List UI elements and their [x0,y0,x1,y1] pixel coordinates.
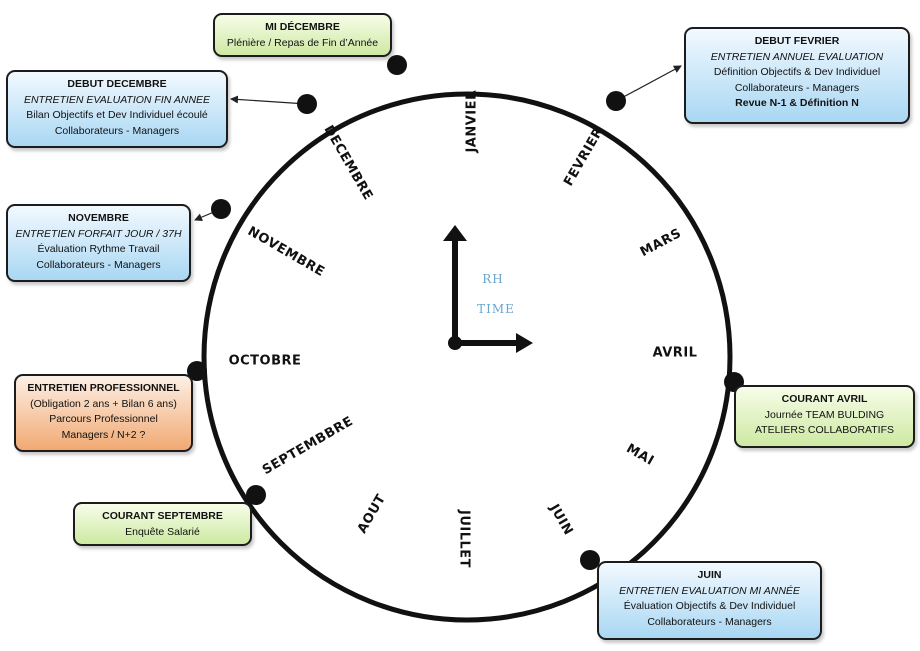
event-box-line: Revue N-1 & Définition N [735,97,859,109]
event-box-line: ATELIERS COLLABORATIFS [754,424,895,436]
event-box-line: Collaborateurs - Managers [647,615,772,628]
event-box-line: Évaluation Objectifs & Dev Individuel [623,600,796,612]
connector-arrow [615,65,682,102]
minute-hand-arrowhead [516,333,533,353]
hour-hand-arrowhead [443,225,467,241]
event-marker [246,485,266,505]
event-box-debut-decembre: DEBUT DECEMBRE ENTRETIEN EVALUATION FIN … [6,70,228,148]
month-label-juillet: JUILLET [457,509,472,568]
event-box-title: DEBUT FEVRIER [754,35,840,47]
event-box-title: COURANT SEPTEMBRE [102,510,223,522]
month-label-octobre: OCTOBRE [229,354,302,369]
clock-face [201,91,733,623]
event-box-subtitle: ENTRETIEN EVALUATION MI ANNÉE [619,584,800,597]
event-box-subtitle: ENTRETIEN FORFAIT JOUR / 37H [15,227,182,240]
event-box-mi-decembre: MI DÉCEMBRE Plénière / Repas de Fin d’An… [213,13,392,57]
event-box-line: Managers / N+2 ? [61,428,146,441]
event-box-line: Plénière / Repas de Fin d’Année [226,36,379,49]
event-box-entretien-professionnel: ENTRETIEN PROFESSIONNEL (Obligation 2 an… [14,374,193,452]
event-box-subtitle: ENTRETIEN EVALUATION FIN ANNEE [23,93,211,106]
event-marker [387,55,407,75]
event-box-title: ENTRETIEN PROFESSIONNEL [27,382,180,394]
event-box-title: NOVEMBRE [68,212,129,224]
clock-center-pin [448,336,462,350]
event-box-line: Bilan Objectifs et Dev Individuel écoulé [26,109,208,121]
event-box-line: Collaborateurs - Managers [36,258,161,271]
event-box-novembre: NOVEMBRE ENTRETIEN FORFAIT JOUR / 37H Év… [6,204,191,282]
event-box-line: Journée TEAM BULDING [764,408,885,421]
event-box-title: MI DÉCEMBRE [265,21,340,33]
center-label-rh: RH [482,272,504,286]
connector-arrow [230,95,308,105]
event-box-title: COURANT AVRIL [781,393,868,405]
event-box-line: Parcours Professionnel [49,413,158,425]
event-box-line: Collaborateurs - Managers [54,124,180,137]
clock-hands [443,225,533,353]
event-marker [606,91,626,111]
event-box-courant-avril: COURANT AVRIL Journée TEAM BULDING ATELI… [734,385,915,448]
event-marker [211,199,231,219]
event-box-courant-septembre: COURANT SEPTEMBRE Enquête Salarié [73,502,252,546]
event-box-title: DEBUT DECEMBRE [67,78,167,90]
month-label-avril: AVRIL [653,346,698,361]
event-box-line: Définition Objectifs & Dev Individuel [713,66,881,78]
event-box-line: Enquête Salarié [125,525,200,538]
event-marker [187,361,207,381]
event-box-line: Collaborateurs - Managers [734,81,860,94]
event-box-juin: JUIN ENTRETIEN EVALUATION MI ANNÉE Évalu… [597,561,822,640]
event-box-title: JUIN [697,569,722,581]
event-marker [580,550,600,570]
center-label-time: TIME [477,302,515,316]
event-box-line: Évaluation Rythme Travail [37,243,160,255]
month-label-janvier: JANVIER [465,89,480,153]
event-box-line: (Obligation 2 ans + Bilan 6 ans) [30,397,177,410]
event-box-subtitle: ENTRETIEN ANNUEL EVALUATION [710,50,884,63]
event-box-debut-fevrier: DEBUT FEVRIER ENTRETIEN ANNUEL EVALUATIO… [684,27,910,124]
event-marker [297,94,317,114]
